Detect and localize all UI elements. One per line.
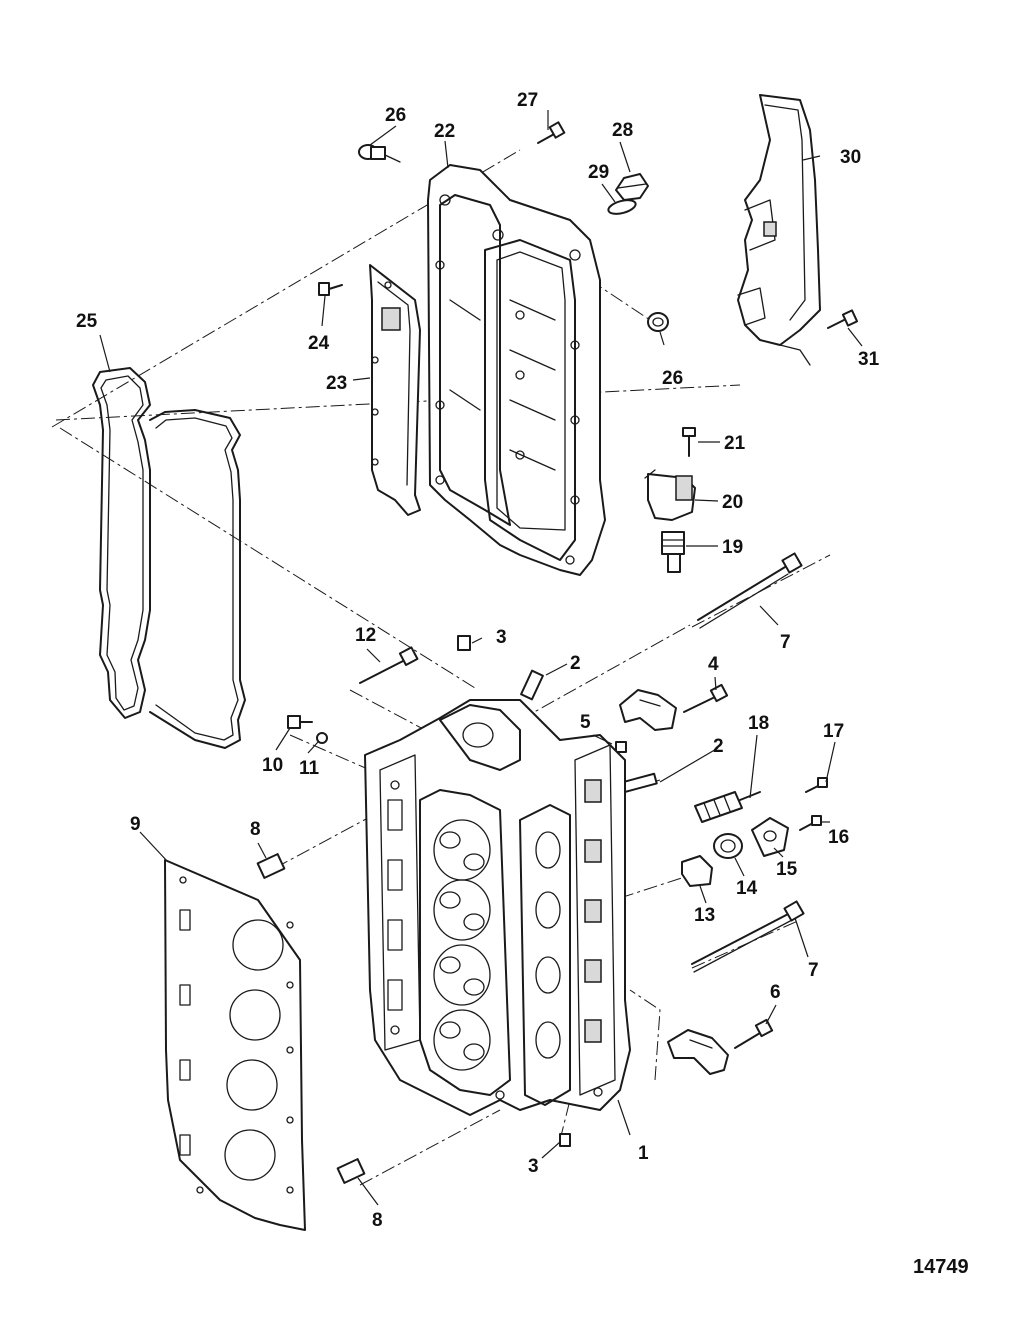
leader-lines — [99, 110, 863, 1206]
callout-13: 13 — [694, 905, 715, 926]
callout-5: 5 — [580, 712, 591, 733]
callout-17: 17 — [823, 721, 844, 742]
callout-26-upper: 26 — [385, 105, 406, 126]
callout-31: 31 — [858, 349, 880, 370]
callout-11: 11 — [299, 758, 320, 779]
callout-3-upper: 3 — [496, 627, 507, 648]
callout-14: 14 — [736, 878, 758, 899]
callout-21: 21 — [724, 433, 746, 454]
callout-29: 29 — [588, 162, 609, 183]
callout-28: 28 — [612, 120, 633, 141]
bolt-27 — [537, 121, 566, 144]
screw-16 — [799, 815, 822, 831]
callout-22: 22 — [434, 121, 455, 142]
bolt-4 — [683, 683, 729, 713]
holder-15 — [751, 817, 789, 857]
bearing-cap-lower — [667, 1029, 729, 1075]
dowel-2-lower — [620, 772, 658, 794]
callout-8-upper: 8 — [250, 819, 261, 840]
callout-9: 9 — [130, 814, 141, 835]
head-bolt-upper — [697, 552, 803, 629]
callout-12: 12 — [355, 625, 376, 646]
callout-1: 1 — [638, 1143, 649, 1164]
grommet-26-left — [358, 144, 401, 163]
bolt-10 — [287, 715, 313, 729]
screw-24 — [318, 282, 343, 296]
callout-26-lower: 26 — [662, 368, 683, 389]
cylinder-head — [364, 699, 631, 1116]
callout-19: 19 — [722, 537, 743, 558]
washer-11 — [316, 732, 328, 744]
valve-cover — [427, 164, 606, 576]
callout-6: 6 — [770, 982, 781, 1003]
callout-10: 10 — [262, 755, 283, 776]
plug-3-lower — [559, 1133, 571, 1147]
callout-15: 15 — [776, 859, 798, 880]
dowel-2-upper — [520, 669, 544, 701]
side-cover — [737, 94, 821, 366]
cover-plate — [369, 264, 421, 516]
grommet-26-right — [647, 312, 669, 332]
callout-18: 18 — [748, 713, 769, 734]
bearing-cap-upper — [619, 689, 677, 731]
screw-31 — [827, 309, 859, 329]
thermostat — [661, 531, 685, 573]
bolt-21 — [682, 427, 696, 457]
callout-25: 25 — [76, 311, 98, 332]
callout-labels: 1 2 2 3 3 4 5 6 7 7 8 8 9 10 11 12 13 14… — [76, 90, 880, 1231]
callout-30: 30 — [840, 147, 861, 168]
bolt-6 — [734, 1018, 774, 1049]
callout-4: 4 — [708, 654, 719, 675]
pin-5 — [615, 741, 627, 753]
callout-2-lower: 2 — [713, 736, 724, 757]
callout-8-lower: 8 — [372, 1210, 383, 1231]
oil-filler-cap — [615, 173, 649, 201]
dowel-8-lower — [336, 1158, 366, 1184]
sensor-13 — [681, 855, 713, 887]
screw-17 — [805, 777, 828, 793]
o-ring — [607, 199, 637, 215]
callout-23: 23 — [326, 373, 347, 394]
top-fasteners — [318, 121, 859, 457]
thermostat-housing — [644, 469, 696, 521]
bolt-12 — [359, 646, 419, 684]
callout-7-lower: 7 — [808, 960, 819, 981]
dowel-8-upper — [256, 853, 286, 879]
callout-24: 24 — [308, 333, 330, 354]
callout-3-lower: 3 — [528, 1156, 539, 1177]
plug-3-upper — [457, 635, 471, 651]
valve-cover-gasket — [92, 367, 246, 749]
head-bolt-lower — [691, 900, 805, 973]
figure-id: 14749 — [913, 1256, 969, 1278]
callout-20: 20 — [722, 492, 743, 513]
cylinder-head-gasket — [164, 859, 306, 1231]
callout-27: 27 — [517, 90, 538, 111]
seal-14 — [713, 833, 743, 859]
callout-16: 16 — [828, 827, 849, 848]
callout-2-upper: 2 — [570, 653, 581, 674]
callout-7-upper: 7 — [780, 632, 791, 653]
